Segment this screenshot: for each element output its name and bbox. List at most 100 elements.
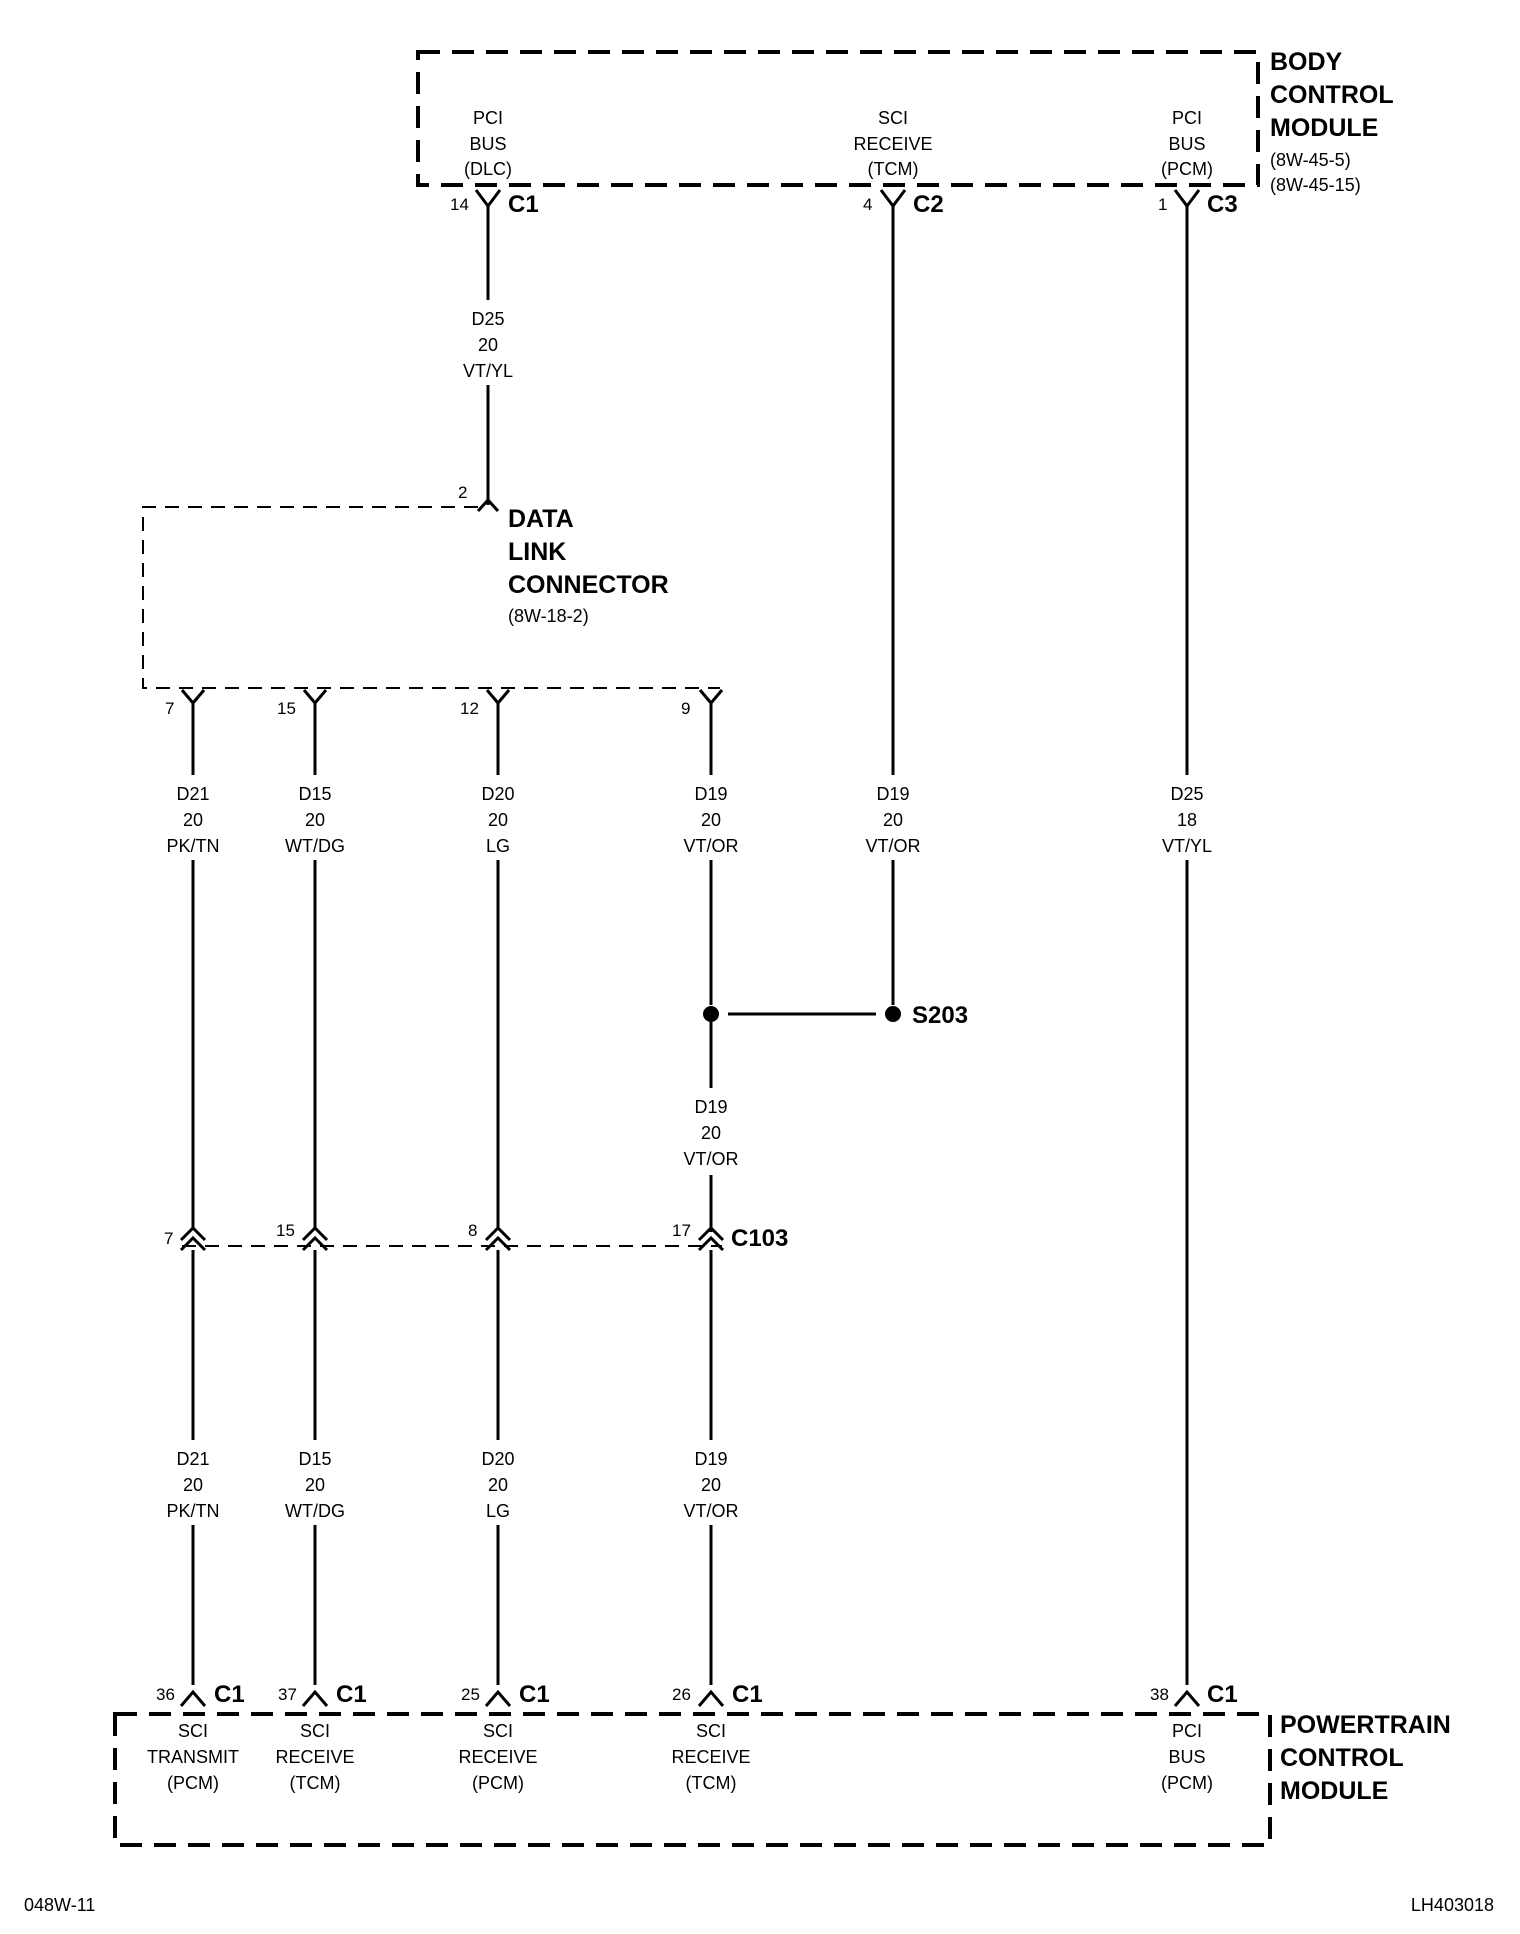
pin-number: 37	[278, 1685, 297, 1704]
wire-gauge: 20	[701, 810, 721, 830]
bcm-title-line-1: BODY	[1270, 48, 1343, 76]
pcm-pin-37: 37 C1 SCI RECEIVE (TCM)	[275, 1681, 366, 1793]
wire-color: PK/TN	[166, 836, 219, 856]
powertrain-control-module: POWERTRAIN CONTROL MODULE 36 C1 SCI TRAN…	[113, 1681, 1451, 1847]
wire-circuit: D19	[694, 1449, 727, 1469]
bcm-pin-label: SCI	[878, 108, 908, 128]
connector-name: C2	[913, 191, 944, 218]
pcm-pin-label: (PCM)	[1161, 1773, 1213, 1793]
bcm-pin-label: BUS	[469, 134, 506, 154]
bcm-pin-label: PCI	[473, 108, 503, 128]
wire-color: VT/YL	[463, 361, 513, 381]
pcm-pin-label: SCI	[178, 1721, 208, 1741]
pcm-pin-label: BUS	[1168, 1747, 1205, 1767]
connector-name: C1	[214, 1681, 245, 1708]
bcm-pin-c2-4: SCI RECEIVE (TCM) 4 C2	[853, 108, 943, 218]
wire-color: VT/OR	[683, 836, 738, 856]
pin-number: 2	[458, 483, 467, 502]
wire-bcm-to-dlc: D25 20 VT/YL	[463, 206, 513, 505]
pcm-pin-label: (PCM)	[167, 1773, 219, 1793]
wire-circuit: D19	[694, 784, 727, 804]
wire-gauge: 20	[183, 810, 203, 830]
bcm-pin-label: (PCM)	[1161, 159, 1213, 179]
pcm-pin-label: TRANSMIT	[147, 1747, 239, 1767]
dlc-title-line-2: LINK	[508, 538, 566, 566]
bcm-pin-label: RECEIVE	[853, 134, 932, 154]
wire-bcm-c3-d25: D25 18 VT/YL	[1162, 206, 1212, 1685]
pin-number: 12	[460, 699, 479, 718]
bcm-ref-2: (8W-45-15)	[1270, 175, 1361, 195]
connector-name: C1	[1207, 1681, 1238, 1708]
wire-gauge: 20	[478, 335, 498, 355]
wire-color: PK/TN	[166, 1501, 219, 1521]
wire-dlc-7-d21: D21 20 PK/TN	[166, 703, 220, 1230]
pcm-pin-label: RECEIVE	[275, 1747, 354, 1767]
data-link-connector: 2 DATA LINK CONNECTOR (8W-18-2) 7 15 12 …	[142, 483, 724, 718]
bcm-title-line-2: CONTROL	[1270, 81, 1394, 109]
wire-dlc-15-d15: D15 20 WT/DG	[285, 703, 345, 1230]
bcm-title-line-3: MODULE	[1270, 114, 1378, 142]
pcm-pin-label: RECEIVE	[671, 1747, 750, 1767]
pin-number: 36	[156, 1685, 175, 1704]
pin-number: 7	[165, 699, 174, 718]
wire-bcm-c2-d19: D19 20 VT/OR	[865, 206, 921, 1005]
dlc-title-line-3: CONNECTOR	[508, 571, 669, 599]
wire-gauge: 18	[1177, 810, 1197, 830]
wire-gauge: 20	[488, 1475, 508, 1495]
bcm-pin-label: PCI	[1172, 108, 1202, 128]
wire-color: WT/DG	[285, 1501, 345, 1521]
wire-gauge: 20	[488, 810, 508, 830]
splice-s203: S203	[703, 1002, 968, 1029]
figure-id: LH403018	[1411, 1895, 1494, 1915]
pcm-pin-36: 36 C1 SCI TRANSMIT (PCM)	[147, 1681, 245, 1793]
pcm-pin-label: SCI	[300, 1721, 330, 1741]
wire-gauge: 20	[701, 1123, 721, 1143]
wire-circuit: D21	[176, 1449, 209, 1469]
pcm-pin-label: (TCM)	[290, 1773, 341, 1793]
splice-name: S203	[912, 1002, 968, 1029]
wire-color: VT/OR	[865, 836, 920, 856]
bcm-ref-1: (8W-45-5)	[1270, 150, 1351, 170]
wire-pcm-26-d19: D19 20 VT/OR	[683, 1250, 739, 1685]
bcm-pin-c3-1: PCI BUS (PCM) 1 C3	[1158, 108, 1238, 218]
bcm-pin-label: BUS	[1168, 134, 1205, 154]
pcm-pin-label: (TCM)	[686, 1773, 737, 1793]
pcm-title-line-1: POWERTRAIN	[1280, 1711, 1451, 1739]
body-control-module: BODY CONTROL MODULE (8W-45-5) (8W-45-15)…	[416, 48, 1394, 218]
bcm-pin-label: (DLC)	[464, 159, 512, 179]
pin-number: 15	[276, 1221, 295, 1240]
bcm-pin-label: (TCM)	[868, 159, 919, 179]
connector-c103: 7 15 8 17 C103	[164, 1221, 788, 1252]
wire-dlc-9-d19: D19 20 VT/OR	[683, 703, 739, 1005]
connector-name: C1	[508, 191, 539, 218]
pcm-pin-label: SCI	[483, 1721, 513, 1741]
pcm-pin-25: 25 C1 SCI RECEIVE (PCM)	[458, 1681, 549, 1793]
wire-color: LG	[486, 836, 510, 856]
wire-circuit: D19	[694, 1097, 727, 1117]
wire-color: LG	[486, 1501, 510, 1521]
pin-number: 15	[277, 699, 296, 718]
wire-gauge: 20	[883, 810, 903, 830]
wire-splice-to-c103: D19 20 VT/OR	[683, 1022, 739, 1232]
wire-pcm-25-d20: D20 20 LG	[481, 1250, 515, 1685]
pin-number: 26	[672, 1685, 691, 1704]
pcm-pin-label: RECEIVE	[458, 1747, 537, 1767]
connector-name: C1	[519, 1681, 550, 1708]
wire-gauge: 20	[305, 810, 325, 830]
connector-name: C1	[336, 1681, 367, 1708]
wire-circuit: D15	[298, 784, 331, 804]
wire-color: WT/DG	[285, 836, 345, 856]
connector-name: C1	[732, 1681, 763, 1708]
wire-color: VT/YL	[1162, 836, 1212, 856]
pcm-title-line-3: MODULE	[1280, 1777, 1388, 1805]
pin-number: 8	[468, 1221, 477, 1240]
wire-circuit: D19	[876, 784, 909, 804]
pin-number: 25	[461, 1685, 480, 1704]
wire-circuit: D21	[176, 784, 209, 804]
dlc-ref: (8W-18-2)	[508, 606, 589, 626]
wire-pcm-37-d15: D15 20 WT/DG	[285, 1250, 345, 1685]
wire-circuit: D20	[481, 784, 514, 804]
pcm-title-line-2: CONTROL	[1280, 1744, 1404, 1772]
wire-circuit: D25	[471, 309, 504, 329]
wire-color: VT/OR	[683, 1501, 738, 1521]
